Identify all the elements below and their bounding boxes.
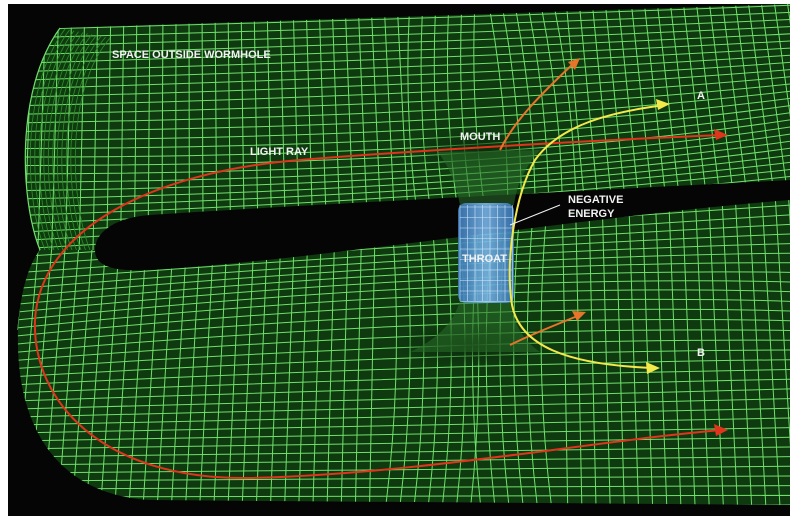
- label-space-outside-wormhole: SPACE OUTSIDE WORMHOLE: [112, 49, 271, 61]
- label-mouth: MOUTH: [460, 131, 500, 143]
- label-point-a: A: [697, 90, 705, 102]
- label-throat: THROAT: [462, 253, 507, 265]
- label-point-b: B: [697, 347, 705, 359]
- label-negative-energy-line2: ENERGY: [568, 208, 615, 220]
- label-negative-energy-line1: NEGATIVE: [568, 194, 623, 206]
- label-light-ray: LIGHT RAY: [250, 146, 309, 158]
